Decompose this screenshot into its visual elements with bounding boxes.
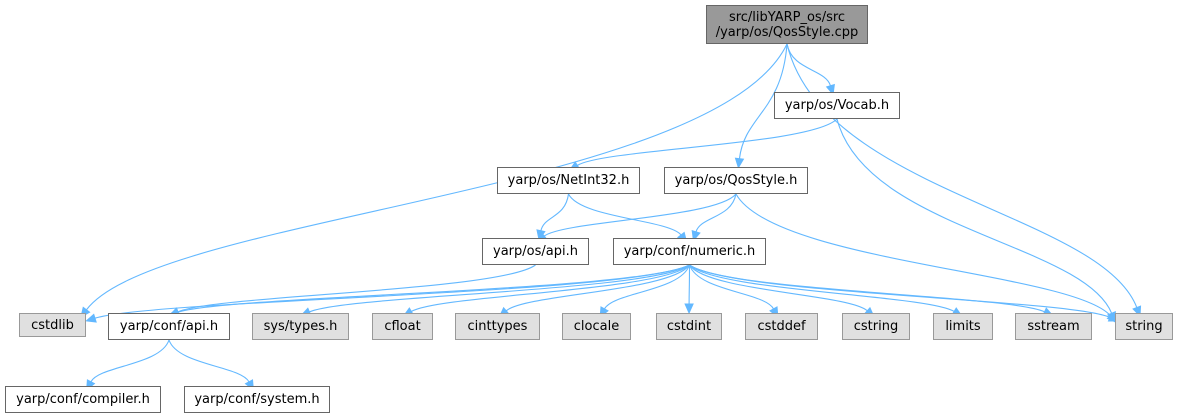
dependency-edges xyxy=(80,43,1142,391)
edge-vocab-to-string xyxy=(836,118,1113,314)
node-conf-compiler-h[interactable]: yarp/conf/compiler.h xyxy=(5,386,161,413)
edge-netint32-to-os_api xyxy=(540,193,570,231)
edge-numeric-to-sys_types xyxy=(309,264,690,313)
arrowhead-root-to-vocab xyxy=(825,83,835,96)
node-cstddef: cstddef xyxy=(745,313,818,340)
arrowhead-numeric-to-cstdint xyxy=(684,303,694,315)
edge-vocab-to-netint32 xyxy=(577,118,838,166)
edge-qosstyle_h-to-numeric xyxy=(695,193,737,233)
node-sys-types-h: sys/types.h xyxy=(252,313,349,340)
node-qosstyle-h[interactable]: yarp/os/QosStyle.h xyxy=(664,167,808,194)
node-cinttypes: cinttypes xyxy=(455,313,540,340)
node-conf-api-h[interactable]: yarp/conf/api.h xyxy=(108,313,230,340)
edge-numeric-to-conf_api xyxy=(177,264,690,313)
edge-qosstyle_h-to-os_api xyxy=(543,193,737,237)
arrowhead-qosstyle_h-to-numeric xyxy=(691,229,701,242)
edge-numeric-to-cfloat xyxy=(411,264,690,312)
edge-numeric-to-cstring xyxy=(689,264,868,312)
node-clocale: clocale xyxy=(562,313,631,340)
node-qosstyle-cpp[interactable]: src/libYARP_os/src /yarp/os/QosStyle.cpp xyxy=(706,5,868,44)
edge-numeric-to-sstream xyxy=(689,264,1045,313)
node-limits: limits xyxy=(933,313,993,340)
node-conf-system-h[interactable]: yarp/conf/system.h xyxy=(184,386,330,413)
edge-conf_api-to-system xyxy=(168,339,250,383)
node-sstream: sstream xyxy=(1015,313,1092,340)
edge-numeric-to-limits xyxy=(689,264,955,312)
arrowhead-root-to-qosstyle_h xyxy=(734,157,745,169)
edge-conf_api-to-compiler xyxy=(90,339,170,383)
node-conf-numeric-h[interactable]: yarp/conf/numeric.h xyxy=(613,238,766,265)
node-cstdint: cstdint xyxy=(656,313,722,340)
edge-root-to-string xyxy=(786,43,1138,308)
node-os-api-h[interactable]: yarp/os/api.h xyxy=(482,238,589,265)
node-cstring: cstring xyxy=(842,313,910,340)
node-cstdlib: cstdlib xyxy=(19,313,86,337)
edge-qosstyle_h-to-string xyxy=(735,193,1111,317)
edge-numeric-to-clocale xyxy=(604,264,691,310)
node-string: string xyxy=(1115,313,1173,340)
edge-root-to-qosstyle_h xyxy=(738,43,788,159)
node-cfloat: cfloat xyxy=(372,313,433,340)
edge-numeric-to-cinttypes xyxy=(505,264,690,312)
edge-numeric-to-cstddef xyxy=(688,264,775,310)
node-netint32-h[interactable]: yarp/os/NetInt32.h xyxy=(497,167,640,194)
edge-root-to-cstdlib xyxy=(85,43,788,311)
node-vocab-h[interactable]: yarp/os/Vocab.h xyxy=(774,92,900,119)
edge-numeric-to-string xyxy=(689,264,1111,318)
edge-netint32-to-numeric xyxy=(568,193,682,236)
arrowhead-numeric-to-cstdlib xyxy=(85,313,97,323)
